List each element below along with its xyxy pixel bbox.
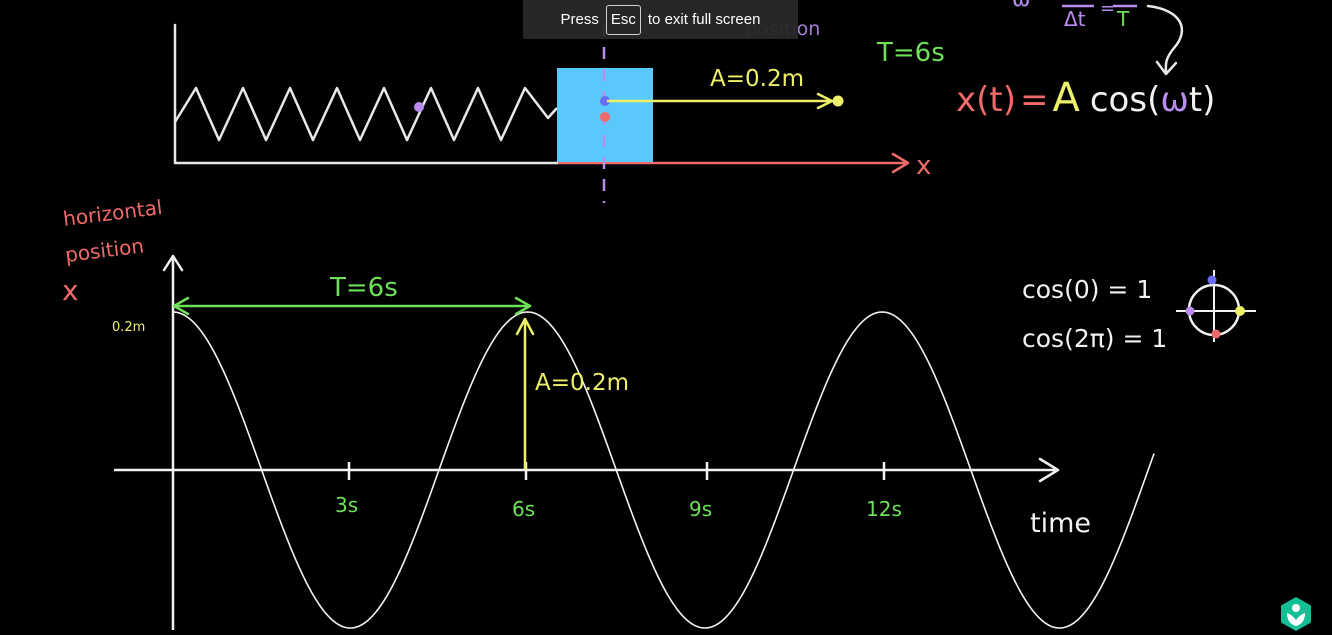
amplitude-label: A=0.2m — [710, 66, 804, 92]
period-t-label: T — [1116, 7, 1130, 31]
cos-zero-equation: cos(0) = 1 — [1022, 275, 1152, 304]
amplitude-term: A — [1052, 75, 1080, 121]
equals-sign-omega: = — [1100, 0, 1115, 19]
block-blue-dot — [600, 96, 610, 106]
y-axis-symbol: x — [62, 274, 79, 307]
y-axis-label-line2: position — [64, 233, 146, 266]
period-label-top: T=6s — [876, 38, 945, 68]
open-paren: ( — [1147, 80, 1160, 120]
cosine-graph: horizontal position x 0.2m time 3s 6s 9s… — [62, 195, 1155, 630]
banner-message-text: to exit full screen — [647, 11, 761, 28]
block-red-dot — [600, 112, 610, 122]
curved-arrow — [1146, 4, 1184, 74]
circle-right-dot — [1235, 306, 1245, 316]
period-arrowhead-right — [514, 296, 532, 316]
delta-t-label: Δt — [1064, 7, 1086, 31]
t-term: t — [1189, 80, 1202, 120]
khan-academy-logo-icon[interactable] — [1281, 597, 1311, 631]
time-axis-label: time — [1030, 508, 1091, 539]
circle-top-dot — [1207, 275, 1217, 285]
period-arrowhead-left — [172, 296, 190, 316]
x-of-t-term: x(t) — [956, 80, 1016, 120]
tick-label-3s: 3s — [335, 493, 358, 517]
unit-circle-sketch — [1176, 270, 1256, 342]
omega-formula-partial: ω — [1012, 0, 1030, 12]
x-axis-arrowhead — [891, 152, 910, 174]
cos-two-pi-equation: cos(2π) = 1 — [1022, 324, 1167, 353]
y-tick-label: 0.2m — [112, 320, 145, 335]
circle-left-dot — [1185, 306, 1195, 316]
spring-zigzag — [173, 86, 558, 142]
x-axis-label: x — [916, 151, 931, 181]
equals-term: = — [1020, 80, 1049, 120]
amplitude-annotation: A=0.2m — [535, 370, 629, 396]
time-axis-arrowhead — [1038, 457, 1060, 483]
amplitude-arrowhead — [816, 92, 834, 110]
tick-label-12s: 12s — [866, 497, 902, 521]
curved-arrowhead — [1155, 60, 1178, 76]
amplitude-vertical-arrowhead — [515, 317, 535, 336]
spring-diagram: x A=0.2m T=6s position — [173, 18, 945, 203]
banner-press-text: Press — [560, 11, 599, 28]
amplitude-end-dot — [832, 95, 844, 107]
tick-label-6s: 6s — [512, 497, 535, 521]
fullscreen-exit-banner: Press Esc to exit full screen — [523, 0, 798, 39]
circle-bottom-dot — [1211, 329, 1221, 339]
esc-key-badge: Esc — [605, 4, 641, 35]
cosine-curve — [172, 311, 1155, 629]
cos-term: cos — [1090, 80, 1147, 120]
close-paren: ) — [1202, 80, 1215, 120]
y-axis-label-line1: horizontal — [62, 195, 164, 231]
spring-purple-dot — [414, 102, 424, 112]
period-annotation: T=6s — [329, 273, 398, 303]
y-axis-arrowhead — [162, 254, 184, 272]
tick-label-9s: 9s — [689, 497, 712, 521]
omega-term: ω — [1160, 80, 1188, 120]
